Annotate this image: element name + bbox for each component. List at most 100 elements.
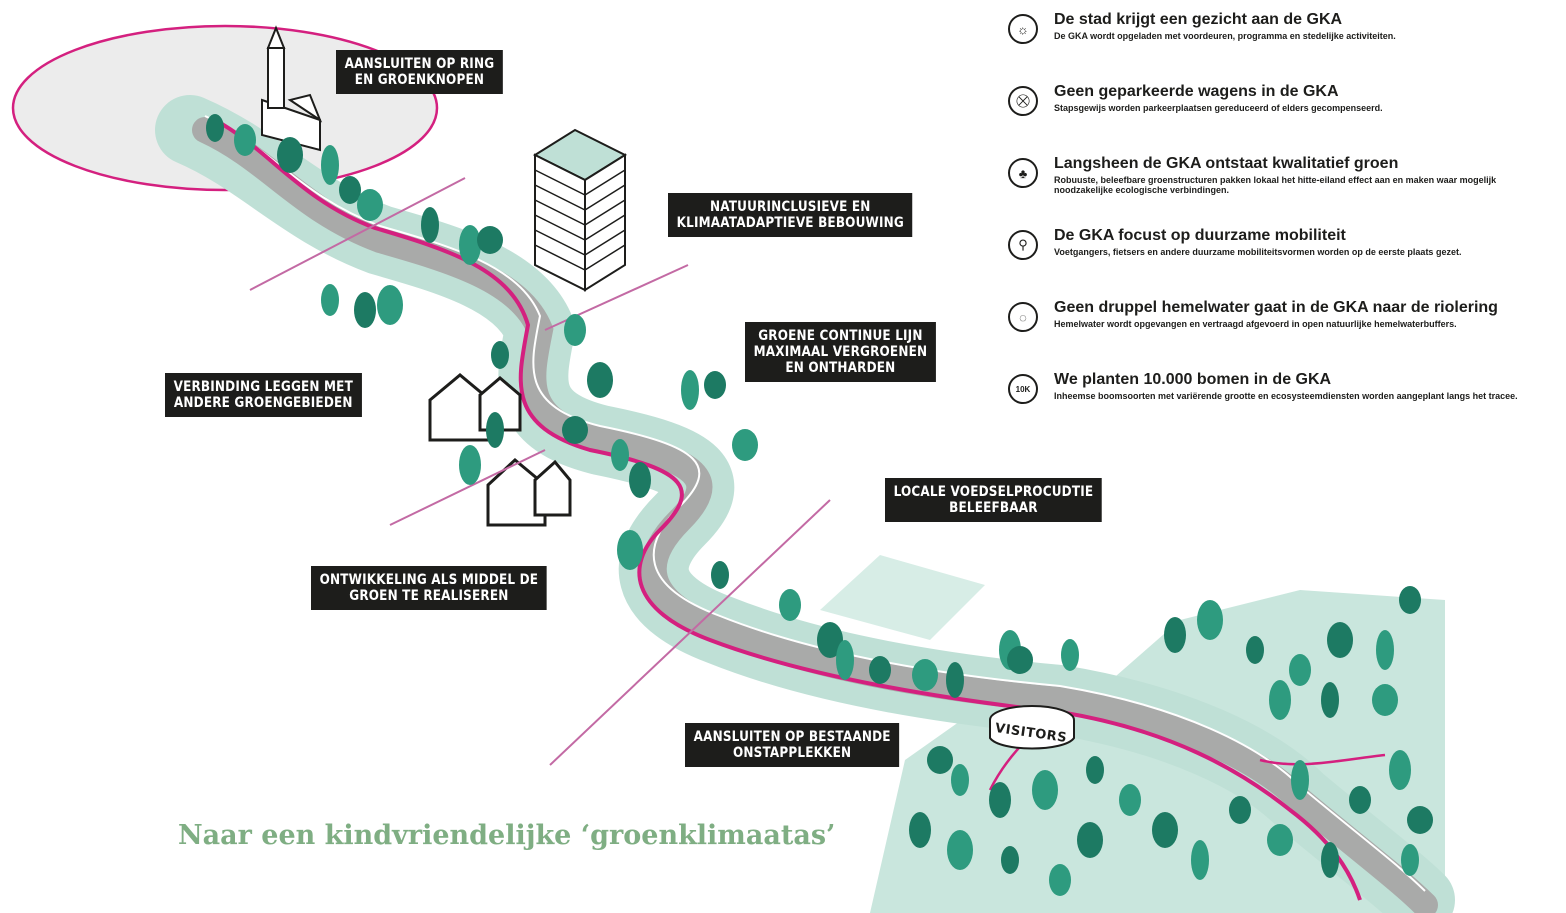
no-parking-car-icon: ⛒	[1008, 86, 1038, 116]
tree	[1197, 600, 1223, 640]
tree	[779, 589, 801, 621]
tree	[486, 412, 504, 448]
visitors-center	[989, 705, 1075, 750]
tree	[354, 292, 376, 328]
tree	[1246, 636, 1264, 664]
tree	[1321, 842, 1339, 878]
legend-description: De GKA wordt opgeladen met voordeuren, p…	[1054, 31, 1396, 41]
tree	[321, 284, 339, 316]
church-icon	[261, 25, 323, 152]
tree	[564, 314, 586, 346]
tag-voedselproductie: LOCALE VOEDSELPROCUDTIE BELEEFBAAR	[885, 478, 1102, 522]
tree	[562, 416, 588, 444]
tree	[1119, 784, 1141, 816]
tree	[1152, 812, 1178, 848]
tree	[1086, 756, 1104, 784]
legend-title: De stad krijgt een gezicht aan de GKA	[1054, 11, 1343, 28]
tree	[732, 429, 758, 461]
tree	[611, 439, 629, 471]
tree	[681, 370, 699, 410]
tag-aansluiten-ring: AANSLUITEN OP RING EN GROENKNOPEN	[336, 50, 503, 94]
cycle-route-line	[214, 118, 1362, 901]
tree	[617, 530, 643, 570]
tree	[1291, 760, 1309, 800]
legend-description: Inheemse boomsoorten met variërende groo…	[1054, 391, 1518, 401]
tree	[1267, 824, 1293, 856]
tree	[1321, 682, 1339, 718]
tree	[459, 225, 481, 265]
tree	[1007, 646, 1033, 674]
tree	[421, 207, 439, 243]
tree	[989, 782, 1011, 818]
tree	[951, 764, 969, 796]
tree	[1399, 586, 1421, 614]
tree	[912, 659, 938, 691]
tree	[836, 640, 854, 680]
legend-description: Robuuste, beleefbare groenstructuren pak…	[1054, 175, 1497, 195]
legend-title: Geen geparkeerde wagens in de GKA	[1054, 83, 1339, 100]
tree	[1191, 840, 1209, 880]
legend-title: We planten 10.000 bomen in de GKA	[1054, 371, 1332, 388]
park-route-right	[1259, 753, 1386, 766]
food-field	[820, 555, 985, 640]
tree	[277, 137, 303, 173]
tree	[1049, 864, 1071, 896]
tree	[459, 445, 481, 485]
tree	[629, 462, 651, 498]
legend-description: Voetgangers, fietsers en andere duurzame…	[1054, 247, 1462, 257]
legend-title: Langsheen de GKA ontstaat kwalitatief gr…	[1054, 155, 1399, 172]
trees-10k-icon: 10K	[1008, 374, 1038, 404]
bicycle-icon: ⚲	[1008, 230, 1038, 260]
tag-groene-continue-lijn: GROENE CONTINUE LIJN MAXIMAAL VERGROENEN…	[745, 322, 936, 382]
tree	[587, 362, 613, 398]
tree	[817, 622, 843, 658]
legend-title: Geen druppel hemelwater gaat in de GKA n…	[1054, 299, 1498, 316]
tree	[1389, 750, 1411, 790]
legend-title: De GKA focust op duurzame mobiliteit	[1054, 227, 1346, 244]
tree	[377, 285, 403, 325]
tree	[1061, 639, 1079, 671]
trees	[206, 114, 1433, 896]
tree	[704, 371, 726, 399]
legend-description: Stapsgewijs worden parkeerplaatsen gered…	[1054, 103, 1383, 113]
tree	[711, 561, 729, 589]
tree	[1327, 622, 1353, 658]
tree	[357, 189, 383, 221]
tree	[1401, 844, 1419, 876]
tree	[1372, 684, 1398, 716]
tree	[321, 145, 339, 185]
tree	[1001, 846, 1019, 874]
rain-drop-icon: ◌	[1008, 302, 1038, 332]
tree	[1269, 680, 1291, 720]
tower-building-icon	[532, 128, 628, 292]
tag-verbinding-groengebieden: VERBINDING LEGGEN MET ANDERE GROENGEBIED…	[165, 373, 362, 417]
tree	[947, 830, 973, 870]
tree	[1407, 806, 1433, 834]
tree	[1077, 822, 1103, 858]
tree	[206, 114, 224, 142]
tree	[946, 662, 964, 698]
tree	[1349, 786, 1371, 814]
tree	[491, 341, 509, 369]
tree	[234, 124, 256, 156]
tag-natuurinclusieve: NATUURINCLUSIEVE EN KLIMAATADAPTIEVE BEB…	[668, 193, 913, 237]
tree	[339, 176, 361, 204]
tag-ontwikkeling: ONTWIKKELING ALS MIDDEL DE GROEN TE REAL…	[311, 566, 547, 610]
caption: Naar een kindvriendelijke ‘groenklimaata…	[178, 820, 836, 851]
tree	[1164, 617, 1186, 653]
tree-quality-icon: ♣	[1008, 158, 1038, 188]
road	[192, 117, 1438, 913]
legend-description: Hemelwater wordt opgevangen en vertraagd…	[1054, 319, 1457, 329]
tree	[1229, 796, 1251, 824]
tree	[927, 746, 953, 774]
tree	[1032, 770, 1058, 810]
tag-onstapplekken: AANSLUITEN OP BESTAANDE ONSTAPPLEKKEN	[685, 723, 900, 767]
house-icon	[428, 373, 572, 527]
city-face-icon: ☼	[1008, 14, 1038, 44]
tree	[1376, 630, 1394, 670]
tree	[909, 812, 931, 848]
tree	[477, 226, 503, 254]
tree	[869, 656, 891, 684]
tree	[1289, 654, 1311, 686]
